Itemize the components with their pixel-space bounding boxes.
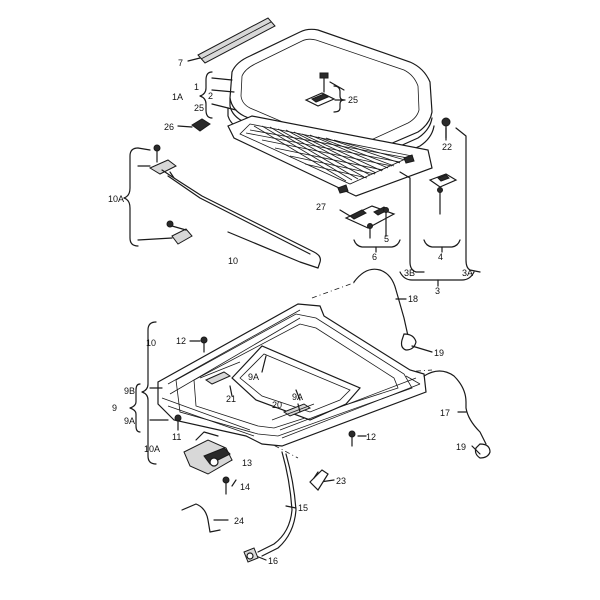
cap-part-26 (177, 118, 211, 132)
drain-hose-part-15 (257, 451, 297, 557)
callout-2: 2 (208, 91, 213, 101)
callout-13: 13 (242, 458, 252, 468)
callout-1: 1 (194, 82, 199, 92)
bracket-part-25 (304, 72, 346, 107)
callout-9A-lower: 9A (124, 416, 135, 426)
callout-11: 11 (172, 432, 181, 442)
callout-10-top: 10 (228, 256, 238, 266)
guide-bracket-part-6 (339, 205, 396, 239)
callout-25-right: 25 (348, 95, 358, 105)
drive-cable-part-17 (423, 370, 491, 459)
callout-14: 14 (240, 482, 250, 492)
guide-line-1 (311, 281, 357, 299)
screw-part-22 (441, 117, 451, 141)
clip-part-4 (428, 173, 458, 215)
callout-25-left: 25 (194, 103, 204, 113)
seal-strip-part-7 (187, 17, 276, 64)
callout-3: 3 (435, 286, 440, 296)
callout-10A-top: 10A (108, 194, 124, 204)
callout-9: 9 (112, 403, 117, 413)
callout-22: 22 (442, 142, 452, 152)
callout-brace-bottom-left (129, 321, 169, 465)
callout-18: 18 (408, 294, 418, 304)
guide-line-3 (263, 439, 299, 459)
callout-15: 15 (298, 503, 308, 513)
sunroof-frame-part-10 (157, 303, 427, 447)
callout-9A-center: 9A (292, 392, 303, 402)
callout-26: 26 (164, 122, 174, 132)
callout-17: 17 (440, 408, 450, 418)
callout-19-top: 19 (434, 348, 444, 358)
callout-10-bottom: 10 (146, 338, 156, 348)
callout-brace-1A (199, 71, 237, 119)
callout-9B: 9B (124, 386, 135, 396)
callout-23: 23 (336, 476, 346, 486)
callout-27: 27 (316, 202, 326, 212)
crank-part-24 (181, 503, 221, 533)
callout-19-bottom: 19 (456, 442, 466, 452)
clip-part-23 (309, 469, 329, 491)
callout-9A-upper: 9A (248, 372, 259, 382)
callout-20: 20 (272, 400, 282, 410)
callout-brace-10A-top (123, 147, 151, 247)
callout-3B: 3B (404, 268, 415, 278)
sunshade-mesh (227, 115, 433, 197)
callout-brackets-top (353, 127, 481, 287)
callout-10A-bottom: 10A (144, 444, 160, 454)
callout-7: 7 (178, 58, 183, 68)
callout-5: 5 (384, 234, 389, 244)
drive-cable-part-18 (353, 268, 433, 353)
wind-deflector-part-10 (137, 144, 321, 269)
callout-21: 21 (226, 394, 236, 404)
callout-12-left: 12 (176, 336, 186, 346)
callout-12-right: 12 (366, 432, 376, 442)
callout-24: 24 (234, 516, 244, 526)
callout-1A: 1A (172, 92, 183, 102)
callout-4: 4 (438, 252, 443, 262)
callout-brace-25 (333, 85, 345, 113)
grommet-part-16 (243, 547, 259, 563)
motor-part-13 (183, 431, 233, 475)
screws-part-12 (189, 336, 367, 447)
callout-16: 16 (268, 556, 278, 566)
callout-6: 6 (372, 252, 377, 262)
screw-part-14 (222, 476, 230, 495)
callout-3A: 3A (462, 268, 473, 278)
clip-part-11 (174, 414, 182, 431)
